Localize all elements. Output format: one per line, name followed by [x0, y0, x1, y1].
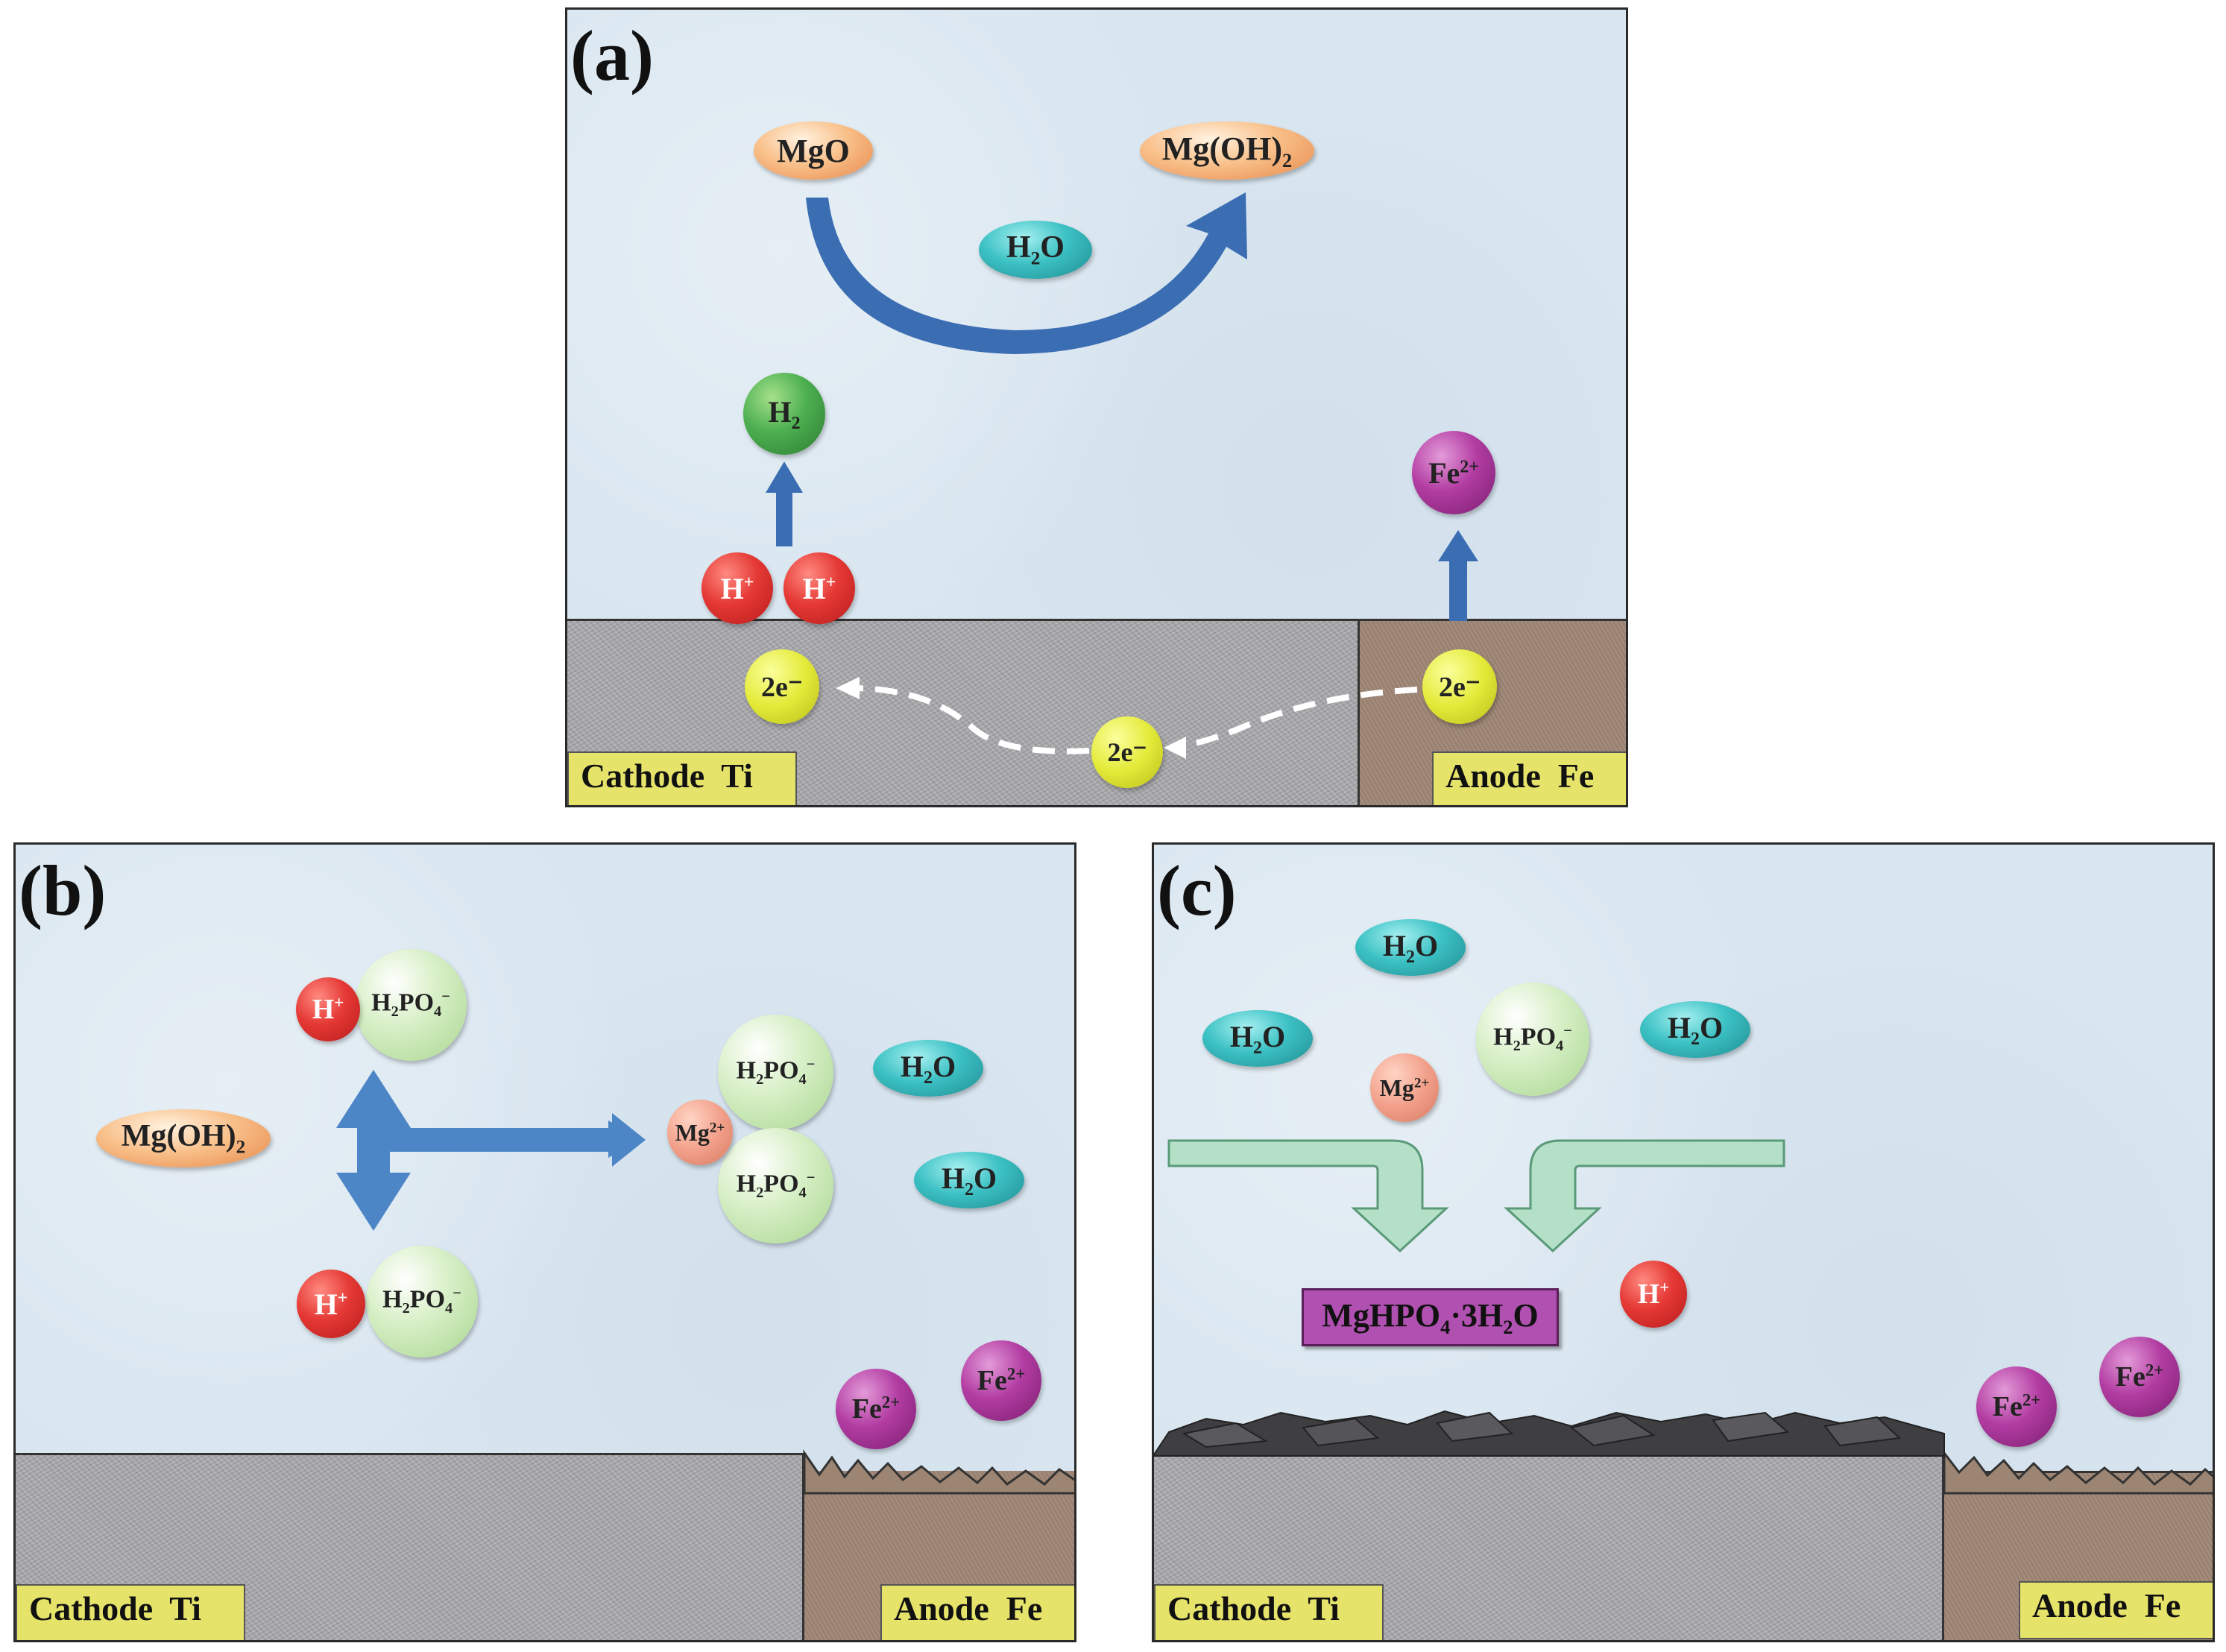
panel-a-electron-anode: 2e⁻	[1422, 649, 1497, 724]
panel-c-mg2-text: Mg2+	[1379, 1074, 1430, 1101]
panel-c-fe2-text-2: Fe2+	[2115, 1361, 2164, 1393]
panel-a-mgo-oval: MgO	[754, 122, 873, 180]
panel-c-anode-label: Anode Fe	[2019, 1581, 2213, 1639]
panel-a-h2-text: H2	[768, 394, 801, 433]
panel-c-corroded-surface	[1943, 1449, 2213, 1495]
panel-a-fe2-text: Fe2+	[1428, 455, 1479, 490]
panel-b-hplus-ball-top: H+	[296, 977, 360, 1041]
panel-a-electron-cathode: 2e⁻	[745, 649, 819, 724]
panel-c: (c) Cathode Ti Anode Fe H2O H2O H2O H2PO…	[1152, 842, 2215, 1642]
panel-b-h2o-oval-2: H2O	[914, 1152, 1024, 1208]
panel-c-hplus-ball: H+	[1620, 1261, 1687, 1328]
panel-a-cathode-label: Cathode Ti	[567, 751, 797, 805]
panel-b-h2o-text-1: H2O	[900, 1049, 956, 1088]
panel-c-converging-arrows	[1167, 1139, 1785, 1253]
panel-c-product-text: MgHPO4·3H2O	[1322, 1296, 1539, 1338]
panel-c-h2po4-ball: H2PO4−	[1476, 983, 1589, 1096]
panel-a-h2o-oval: H2O	[979, 221, 1092, 279]
panel-b-label: (b)	[19, 851, 107, 930]
panel-a-h2-ball: H2	[743, 373, 825, 455]
panel-c-h2o-oval-1: H2O	[1355, 919, 1466, 976]
panel-c-hplus-text: H+	[1637, 1278, 1670, 1310]
panel-c-h2o-text-1: H2O	[1382, 928, 1439, 967]
panel-b: (b) Cathode Ti Anode Fe H2PO4− H+ Mg(OH)…	[13, 842, 1076, 1642]
panel-b-mg2-ball: Mg2+	[667, 1100, 733, 1165]
panel-a: (a) Cathode Ti Anode Fe MgO Mg(OH)2 H2O …	[565, 7, 1628, 807]
panel-c-h2o-text-2: H2O	[1229, 1019, 1286, 1058]
panel-a-h2o-text: H2O	[1006, 230, 1065, 269]
panel-b-fe2-ball-1: Fe2+	[836, 1369, 916, 1449]
panel-b-mg2-text: Mg2+	[675, 1118, 725, 1146]
panel-b-h2po4-ball-bottom: H2PO4−	[366, 1246, 478, 1358]
panel-a-fe-up-arrow	[1438, 530, 1478, 621]
panel-b-hplus-text-bottom: H+	[314, 1287, 348, 1321]
panel-c-h2o-oval-3: H2O	[1640, 1001, 1750, 1058]
panel-c-h2po4-text: H2PO4−	[1493, 1023, 1572, 1055]
panel-b-complex-h2po4-text-lower: H2PO4−	[736, 1169, 816, 1202]
panel-b-hplus-ball-bottom: H+	[297, 1270, 365, 1338]
panel-b-h2po4-text-bottom: H2PO4−	[382, 1285, 461, 1317]
panel-a-electron-middle: 2e⁻	[1091, 716, 1163, 788]
panel-b-mgoh2-oval: Mg(OH)2	[96, 1109, 271, 1167]
panel-a-fe2-ball: Fe2+	[1412, 431, 1495, 514]
panel-c-fe2-ball-2: Fe2+	[2099, 1337, 2180, 1417]
panel-b-complex-h2po4-upper: H2PO4−	[718, 1015, 833, 1130]
panel-b-cathode-label: Cathode Ti	[16, 1584, 245, 1640]
panel-a-anode-label: Anode Fe	[1432, 751, 1626, 805]
panel-c-mg2-ball: Mg2+	[1370, 1053, 1439, 1122]
panel-a-electron-text-3: 2e⁻	[1439, 671, 1481, 703]
panel-a-electron-text-1: 2e⁻	[761, 671, 803, 703]
panel-b-h2o-text-2: H2O	[941, 1161, 997, 1199]
panel-b-corroded-surface	[803, 1449, 1074, 1495]
panel-b-fe2-text-1: Fe2+	[851, 1393, 901, 1425]
panel-a-mgoh2-oval: Mg(OH)2	[1140, 122, 1314, 180]
panel-c-h2o-oval-2: H2O	[1202, 1010, 1313, 1067]
panel-b-h2po4-ball-top: H2PO4−	[355, 949, 467, 1061]
panel-a-hplus-ball-1: H+	[701, 552, 773, 624]
panel-c-label: (c)	[1157, 851, 1237, 930]
panel-b-h2o-oval-1: H2O	[873, 1040, 983, 1097]
panel-b-fe2-text-2: Fe2+	[977, 1364, 1026, 1396]
panel-b-anode-label: Anode Fe	[880, 1584, 1074, 1640]
panel-a-hplus-text-1: H+	[720, 571, 754, 605]
panel-a-hplus-ball-2: H+	[783, 552, 855, 624]
panel-a-hplus-text-2: H+	[802, 571, 836, 605]
panel-b-h2po4-text-top: H2PO4−	[371, 989, 450, 1021]
panel-a-label: (a)	[570, 16, 654, 95]
panel-b-reaction-arrow	[336, 1070, 646, 1231]
panel-a-electron-path	[836, 677, 1418, 759]
panel-a-electron-text-2: 2e⁻	[1107, 737, 1147, 767]
panel-c-fe2-text-1: Fe2+	[1992, 1390, 2041, 1422]
panel-c-cathode-label: Cathode Ti	[1154, 1584, 1384, 1640]
panel-b-fe2-ball-2: Fe2+	[961, 1340, 1041, 1421]
panel-b-complex-h2po4-lower: H2PO4−	[718, 1128, 833, 1243]
panel-a-curved-arrow	[806, 192, 1247, 354]
panel-a-mgo-text: MgO	[777, 132, 850, 169]
panel-c-fe2-ball-1: Fe2+	[1976, 1366, 2057, 1447]
panel-b-complex-h2po4-text-upper: H2PO4−	[736, 1056, 816, 1088]
panel-b-mgoh2-text: Mg(OH)2	[121, 1119, 246, 1158]
panel-a-mgoh2-text: Mg(OH)2	[1161, 130, 1293, 171]
panel-c-product-layer	[1154, 1410, 1945, 1457]
panel-c-product-box: MgHPO4·3H2O	[1302, 1288, 1559, 1346]
panel-a-h2-up-arrow	[766, 461, 803, 546]
panel-c-h2o-text-3: H2O	[1667, 1010, 1724, 1049]
panel-b-hplus-text-top: H+	[312, 993, 344, 1025]
